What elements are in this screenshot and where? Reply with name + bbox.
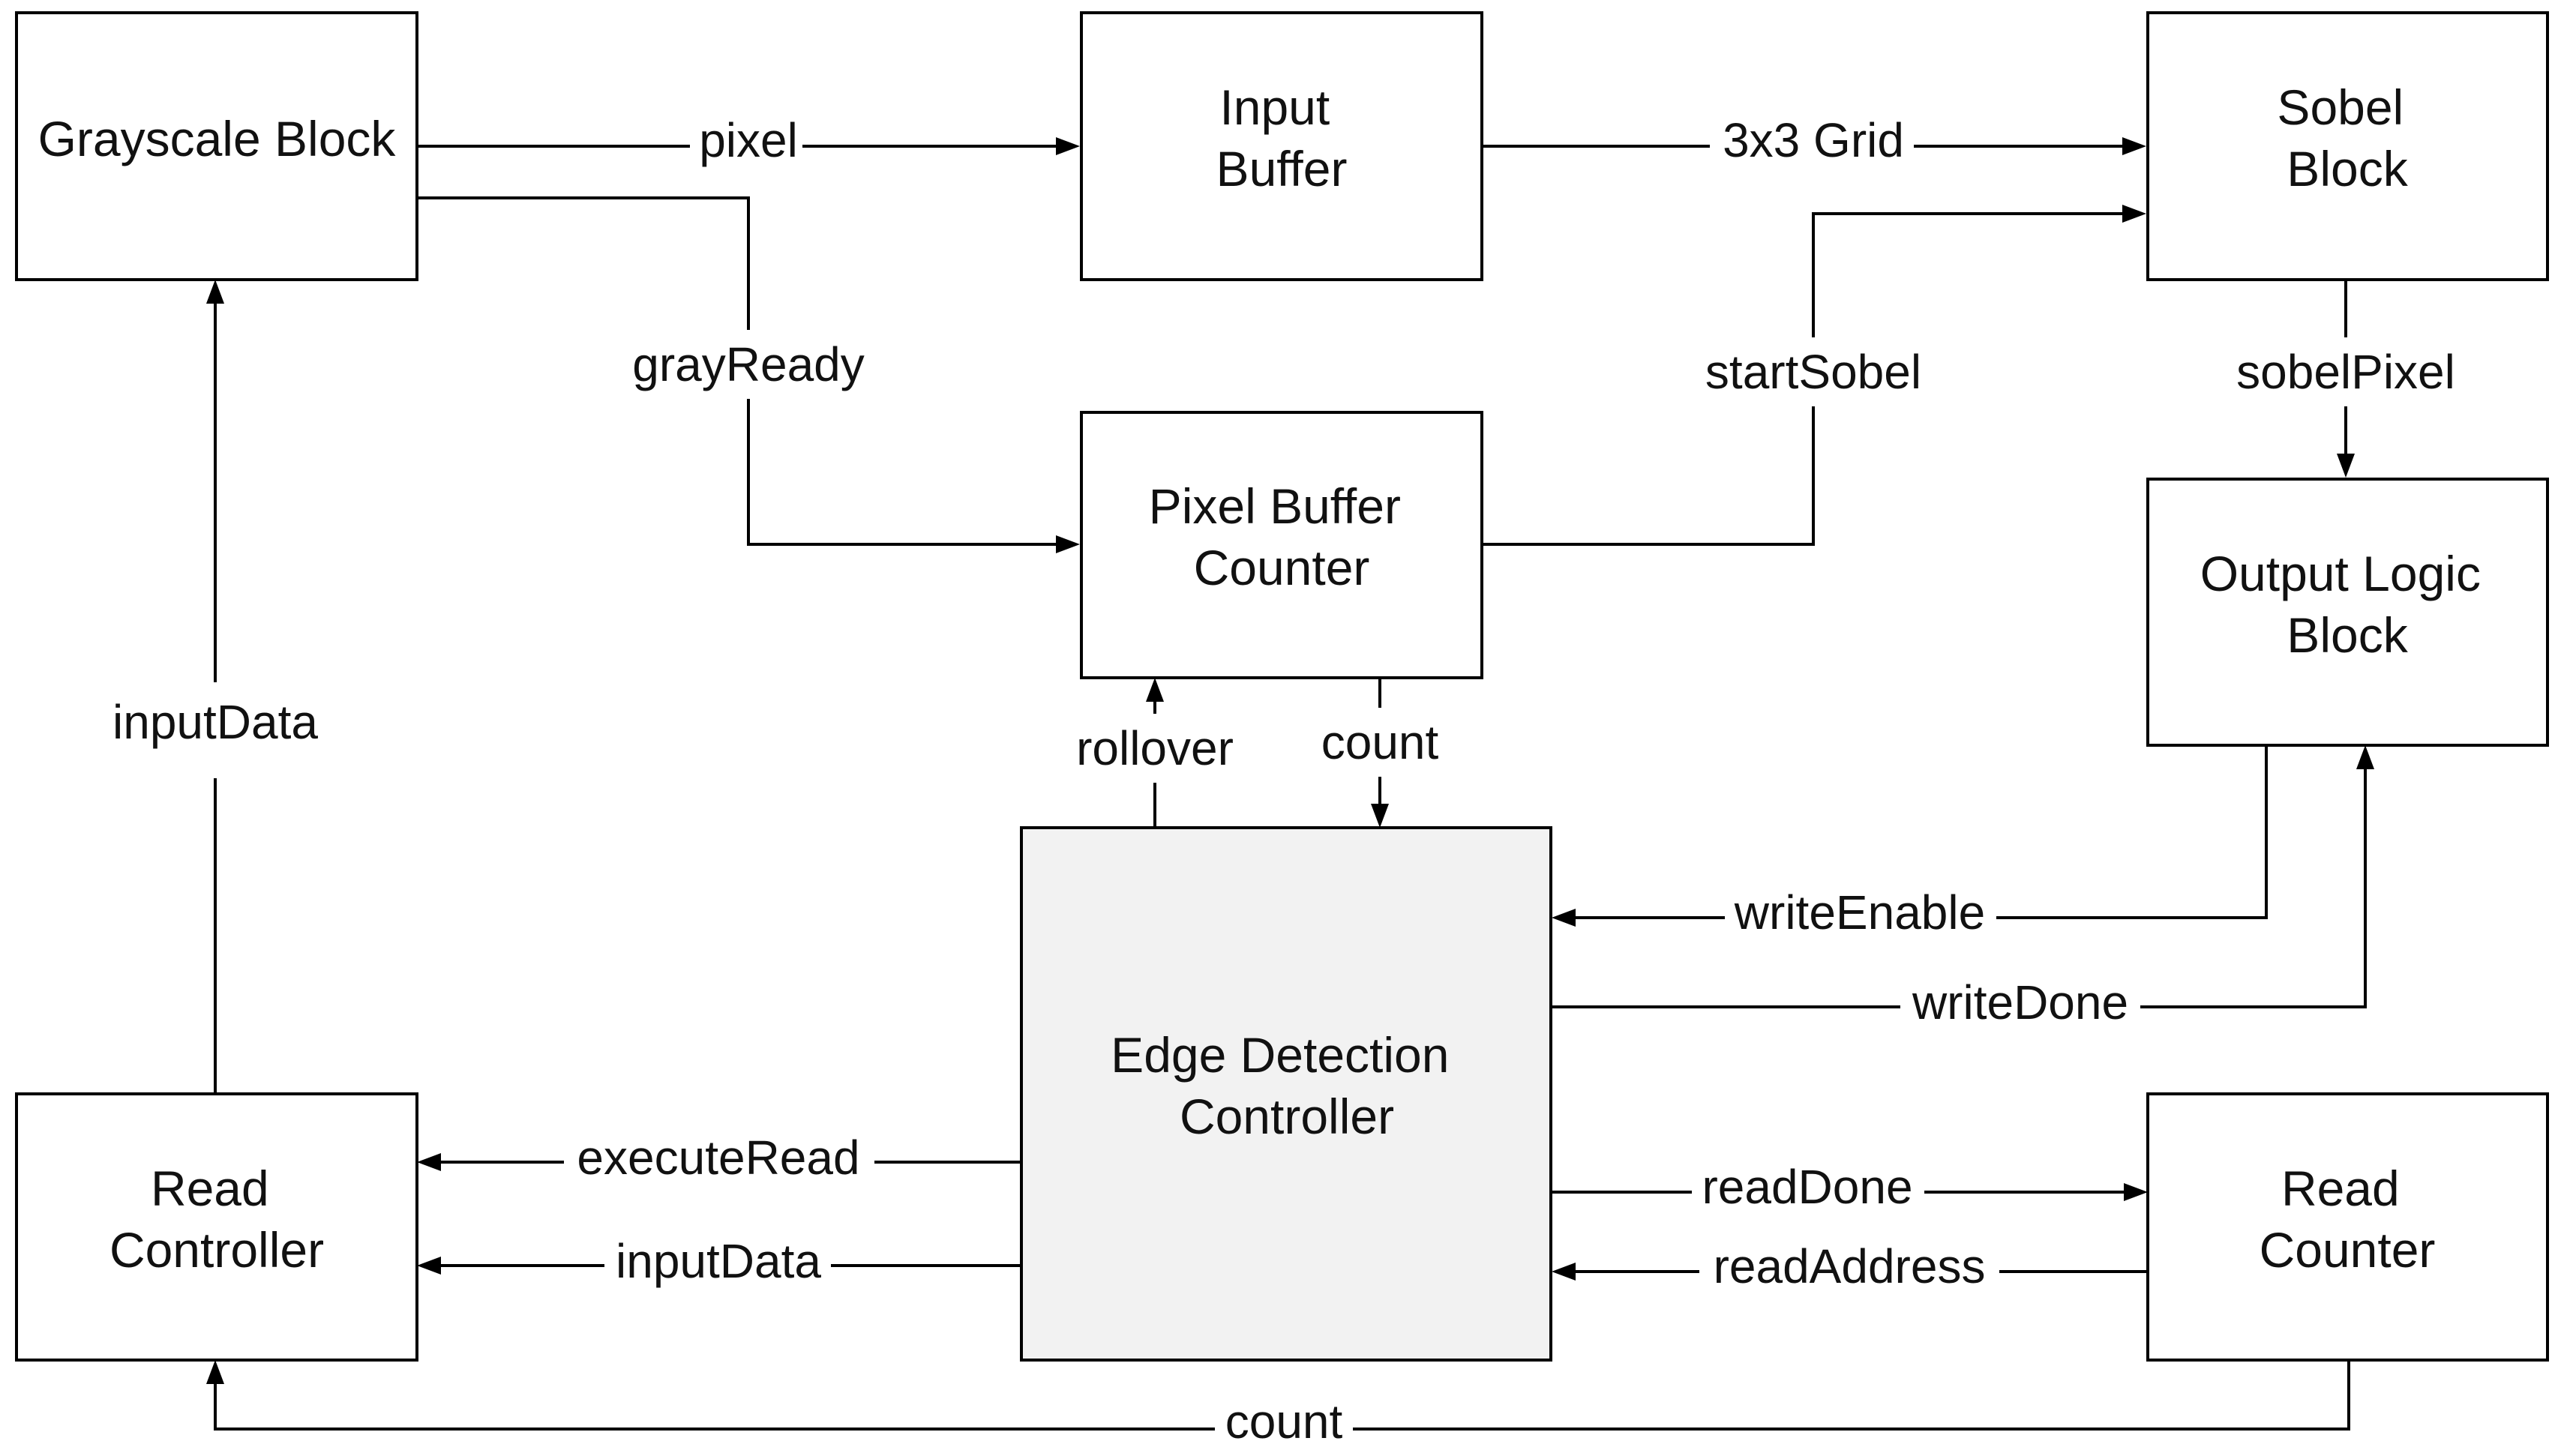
wire-write-done: writeDone — [1552, 745, 2374, 1038]
signal-label-read-done: readDone — [1702, 1160, 1912, 1214]
svg-text:Read Counter: Read Counter — [2260, 1161, 2436, 1278]
signal-label-count-bottom: count — [1225, 1395, 1343, 1449]
svg-text:Sobel Block: Sobel Block — [2277, 79, 2417, 196]
block-label-line-1: Edge Detection — [1111, 1027, 1449, 1083]
wire-pixel: pixel — [417, 112, 1080, 175]
wire-start-sobel: startSobel — [1483, 205, 2146, 546]
signal-label-input-data-up: inputData — [112, 695, 318, 749]
wire-count-bottom: count — [206, 1360, 2350, 1456]
svg-text:Input Buffer: Input Buffer — [1216, 79, 1348, 196]
edge-detection-controller-block: Edge Detection Controller — [1020, 826, 1552, 1362]
block-label: Grayscale Block — [38, 111, 397, 166]
signal-label-write-enable: writeEnable — [1734, 885, 1985, 939]
wire-rollover: rollover — [1063, 678, 1246, 828]
output-logic-block: Output Logic Block — [2146, 478, 2549, 747]
signal-label-sobel-pixel: sobelPixel — [2236, 345, 2455, 399]
block-label-line-1: Read — [151, 1161, 269, 1216]
wire-3x3-grid: 3x3 Grid — [1483, 112, 2146, 175]
block-label-line-2: Counter — [2260, 1222, 2436, 1278]
svg-text:Grayscale Block: Grayscale Block — [38, 111, 397, 166]
wire-read-done: readDone — [1552, 1159, 2148, 1222]
wire-gray-ready: grayReady — [417, 196, 1080, 553]
block-label-line-2: Block — [2287, 141, 2408, 196]
svg-text:Output Logic Block: Output Logic Block — [2200, 546, 2495, 663]
wire-count-pbc: count — [1311, 678, 1449, 828]
block-label-line-1: Read — [2281, 1161, 2400, 1216]
signal-label-write-done: writeDone — [1912, 975, 2128, 1029]
pixel-buffer-counter-block: Pixel Buffer Counter — [1080, 411, 1483, 679]
block-label-line-1: Input — [1219, 79, 1330, 135]
wire-input-data-rc: inputData — [417, 1233, 1020, 1296]
svg-text:Pixel Buffer Counter: Pixel Buffer Counter — [1149, 478, 1415, 595]
svg-text:Edge Detection Controlle: Edge Detection Controller — [1111, 1027, 1463, 1144]
signal-label-count-pbc: count — [1321, 715, 1439, 769]
wire-read-address: readAddress — [1552, 1239, 2148, 1302]
read-counter-block: Read Counter — [2146, 1092, 2549, 1362]
wire-execute-read: executeRead — [417, 1129, 1020, 1192]
signal-label-execute-read: executeRead — [577, 1131, 859, 1185]
signal-label-gray-ready: grayReady — [632, 337, 865, 391]
signal-label-pixel: pixel — [699, 113, 798, 167]
block-label-line-2: Controller — [1180, 1089, 1394, 1144]
input-buffer-block: Input Buffer — [1080, 11, 1483, 281]
grayscale-block: Grayscale Block — [15, 11, 418, 281]
wire-write-enable: writeEnable — [1552, 745, 2268, 948]
block-label-line-2: Counter — [1194, 540, 1370, 595]
signal-label-read-address: readAddress — [1714, 1239, 1986, 1293]
wire-sobel-pixel: sobelPixel — [2220, 280, 2472, 478]
block-label-line-2: Buffer — [1216, 141, 1348, 196]
signal-label-input-data-rc: inputData — [616, 1234, 821, 1288]
read-controller-block: Read Controller — [15, 1092, 418, 1362]
block-label-line-2: Controller — [109, 1222, 324, 1278]
wire-input-data-up: inputData — [97, 280, 333, 1094]
svg-text:Read Controller: Read Controller — [109, 1161, 324, 1278]
block-label-line-2: Block — [2287, 607, 2408, 663]
block-label-line-1: Output Logic — [2200, 546, 2481, 601]
signal-label-3x3-grid: 3x3 Grid — [1723, 113, 1904, 167]
block-label-line-1: Sobel — [2277, 79, 2404, 135]
signal-label-start-sobel: startSobel — [1705, 345, 1921, 399]
signal-label-rollover: rollover — [1076, 721, 1234, 775]
block-label-line-1: Pixel Buffer — [1149, 478, 1401, 534]
sobel-block: Sobel Block — [2146, 11, 2549, 281]
